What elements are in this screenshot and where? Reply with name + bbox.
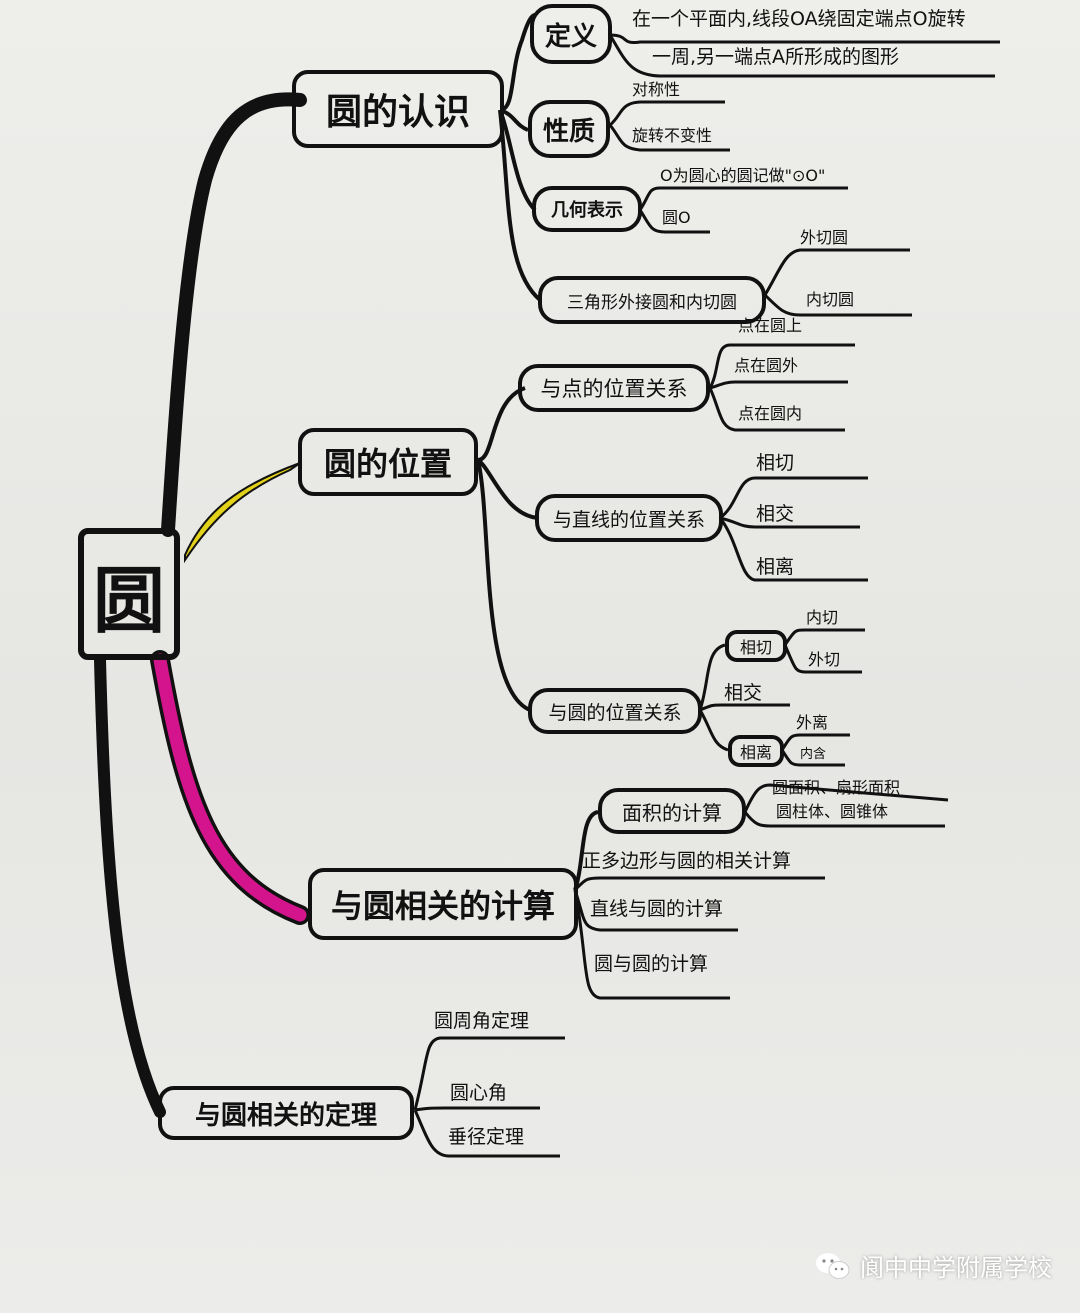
- point-on-circle: 点在圆上: [738, 316, 803, 335]
- theorem-central-angle: 圆心角: [450, 1082, 508, 1104]
- node-notation: 几何表示: [532, 186, 642, 232]
- node-properties: 性质: [528, 100, 610, 158]
- notation-text-1: O为圆心的圆记做"⊙O": [660, 166, 826, 185]
- node-area-calc: 面积的计算: [598, 788, 746, 834]
- node-definition: 定义: [530, 4, 612, 64]
- node-point-relation: 与点的位置关系: [518, 364, 710, 412]
- node-position: 圆的位置: [298, 428, 478, 496]
- circle-external-tangent: 外切: [808, 650, 841, 669]
- node-line-relation-label: 与直线的位置关系: [552, 508, 705, 531]
- node-calculation-label: 与圆相关的计算: [330, 887, 555, 925]
- area-circle-sector: 圆面积、扇形面积: [772, 778, 901, 797]
- watermark-text: 阆中中学附属学校: [860, 1254, 1052, 1282]
- node-circle-separate: 相离: [728, 735, 784, 767]
- node-area-calc-label: 面积的计算: [622, 800, 722, 825]
- calc-circle-circle: 圆与圆的计算: [594, 953, 709, 975]
- node-point-relation-label: 与点的位置关系: [540, 377, 688, 401]
- property-rotation: 旋转不变性: [632, 126, 713, 145]
- calc-line-circle: 直线与圆的计算: [590, 898, 724, 920]
- node-calculation: 与圆相关的计算: [308, 868, 578, 940]
- root-node: 圆: [78, 528, 180, 660]
- node-triangle-circles: 三角形外接圆和内切圆: [538, 276, 766, 324]
- node-triangle-circles-label: 三角形外接圆和内切圆: [567, 292, 737, 313]
- wechat-icon: [816, 1252, 850, 1279]
- node-theorems: 与圆相关的定理: [158, 1086, 414, 1140]
- theorem-perpendicular-diameter: 垂径定理: [448, 1126, 525, 1148]
- circle-external-separate: 外离: [796, 713, 829, 732]
- circle-internal-tangent: 内切: [806, 608, 839, 627]
- node-circle-tangent: 相切: [725, 630, 787, 662]
- node-recognition: 圆的认识: [292, 70, 504, 148]
- node-circle-separate-label: 相离: [739, 743, 772, 762]
- point-outside: 点在圆外: [734, 356, 799, 375]
- node-theorems-label: 与圆相关的定理: [194, 1100, 377, 1131]
- property-symmetry: 对称性: [632, 80, 681, 99]
- node-recognition-label: 圆的认识: [325, 92, 470, 133]
- definition-text-2: 一周,另一端点A所形成的图形: [652, 46, 900, 68]
- node-notation-label: 几何表示: [551, 200, 623, 221]
- triangle-inscribed: 内切圆: [806, 290, 855, 309]
- node-line-relation: 与直线的位置关系: [535, 494, 723, 542]
- point-inside: 点在圆内: [738, 404, 803, 423]
- triangle-circumscribed: 外切圆: [800, 228, 849, 247]
- line-separate: 相离: [756, 556, 795, 578]
- node-circle-tangent-label: 相切: [739, 638, 772, 657]
- circle-contained: 内含: [800, 747, 827, 762]
- node-definition-label: 定义: [544, 21, 597, 52]
- line-intersect: 相交: [756, 503, 795, 525]
- definition-text-1: 在一个平面内,线段OA绕固定端点O旋转: [632, 8, 966, 30]
- node-position-label: 圆的位置: [323, 445, 452, 483]
- line-tangent: 相切: [756, 452, 795, 474]
- notation-text-2: 圆O: [662, 208, 691, 227]
- node-properties-label: 性质: [542, 116, 595, 147]
- theorem-inscribed-angle: 圆周角定理: [434, 1010, 530, 1032]
- watermark: 阆中中学附属学校: [814, 1248, 1052, 1283]
- circle-intersect: 相交: [724, 682, 763, 704]
- area-cylinder-cone: 圆柱体、圆锥体: [776, 802, 889, 821]
- calc-polygon-circle: 正多边形与圆的相关计算: [582, 850, 792, 872]
- node-circle-relation-label: 与圆的位置关系: [548, 701, 682, 724]
- node-circle-relation: 与圆的位置关系: [528, 688, 702, 734]
